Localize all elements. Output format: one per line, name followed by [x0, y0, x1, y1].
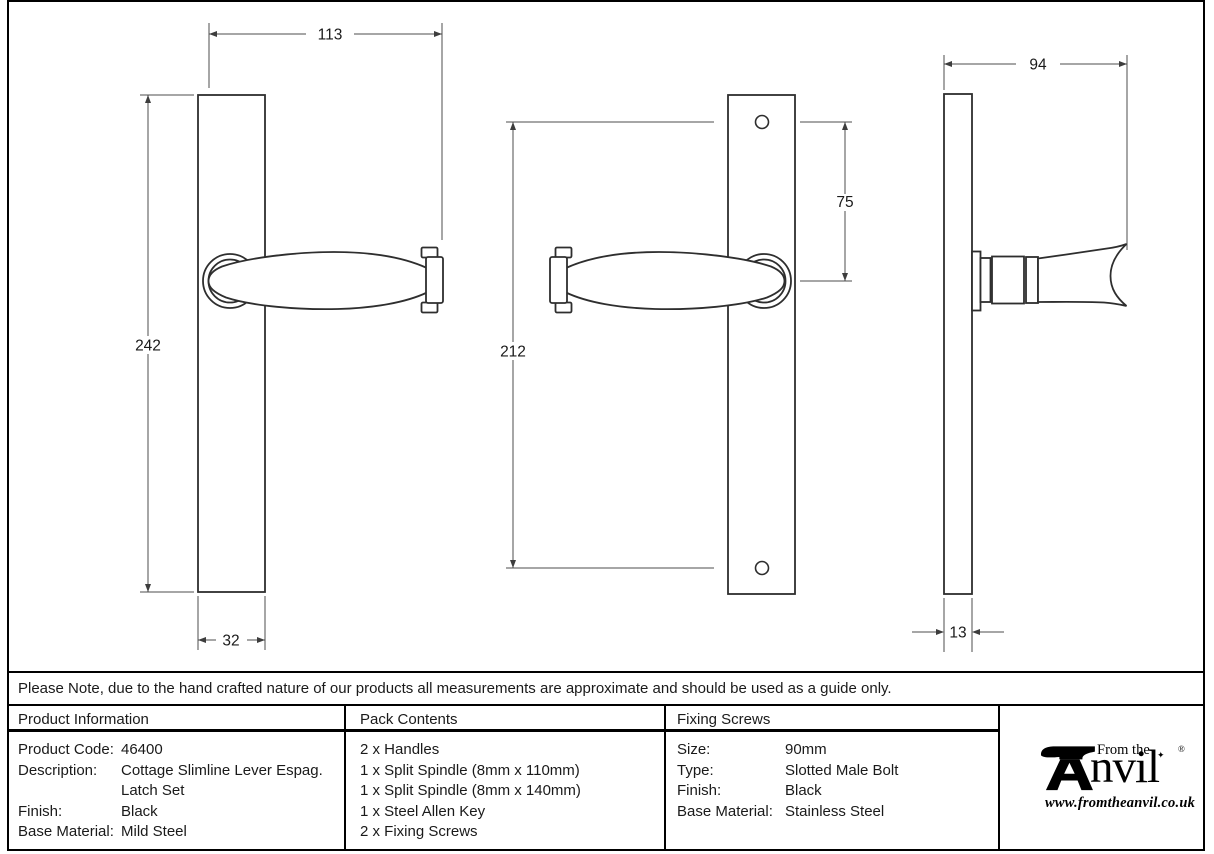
- list-item: 1 x Split Spindle (8mm x 140mm): [360, 782, 581, 799]
- pivot-pin-top: [554, 246, 573, 259]
- table-row: Finish: Black: [18, 802, 323, 823]
- dim-plate-thickness: 13: [949, 625, 966, 642]
- screw-hole-top: [754, 114, 770, 130]
- pack-contents-body: 2 x Handles 1 x Split Spindle (8mm x 110…: [360, 740, 581, 843]
- table-row: Latch Set: [18, 781, 323, 802]
- fixing-screws-body: Size: 90mm Type: Slotted Male Bolt Finis…: [677, 740, 898, 822]
- dim-plate-width: 32: [222, 633, 239, 650]
- dim-projection: 94: [1029, 57, 1047, 74]
- row-label: Description:: [18, 761, 98, 779]
- lever-grip-side: [1037, 243, 1128, 307]
- note-row-top-rule: [7, 671, 1205, 673]
- dimension-arrows: [145, 31, 1127, 643]
- table-row: Base Material: Mild Steel: [18, 822, 323, 843]
- table-row: Finish: Black: [677, 781, 898, 802]
- column-divider-3: [998, 704, 1000, 851]
- table-row: Size: 90mm: [677, 740, 898, 761]
- row-value: Stainless Steel: [785, 802, 885, 820]
- table-row: Base Material: Stainless Steel: [677, 802, 898, 823]
- product-information-body: Product Code: 46400 Description: Cottage…: [18, 740, 323, 843]
- dim-hole-to-handle: 75: [836, 194, 853, 211]
- lever-collar-1: [979, 257, 992, 303]
- row-value: Black: [785, 782, 822, 799]
- row-label: [18, 781, 121, 802]
- column-divider-1: [344, 704, 346, 851]
- row-value: Black: [121, 802, 158, 820]
- dimension-labels: 113 242 32 212 75 94 13: [135, 27, 1047, 650]
- row-label: Product Code:: [18, 741, 114, 758]
- list-item: 1 x Steel Allen Key: [360, 802, 486, 820]
- column-divider-2: [664, 704, 666, 851]
- row-label: Finish:: [18, 802, 63, 820]
- row-label: Size:: [677, 741, 711, 758]
- list-item: 2 x Handles: [360, 741, 440, 758]
- lever-fork: [425, 256, 444, 304]
- table-row: Type: Slotted Male Bolt: [677, 761, 898, 782]
- list-item: 1 x Split Spindle (8mm x 110mm): [360, 761, 580, 779]
- registered-trademark-icon: ®: [1178, 744, 1185, 754]
- lever-collar-3: [1025, 256, 1039, 304]
- lever-mirrored: [549, 246, 786, 314]
- header-pack-contents: Pack Contents: [360, 711, 458, 728]
- dim-overall-width: 113: [318, 27, 343, 44]
- measurement-note: Please Note, due to the hand crafted nat…: [18, 680, 892, 697]
- pivot-pin-bottom: [420, 301, 439, 314]
- table-header-rule: [7, 729, 999, 732]
- lever-collar-2: [991, 255, 1025, 305]
- dimension-lines: [140, 23, 1128, 652]
- row-value: Latch Set: [121, 782, 185, 799]
- row-label: Type:: [677, 761, 714, 779]
- anvil-icon: [1041, 746, 1095, 791]
- brand-logo: From the nvil ✦ ® www.fromtheanvil.co.uk: [1040, 738, 1200, 818]
- technical-drawings: 113 242 32 212 75 94 13: [131, 23, 1128, 652]
- pivot-pin-bottom: [554, 301, 573, 314]
- dimension-label-backgrounds: [131, 25, 1060, 648]
- brand-url: www.fromtheanvil.co.uk: [1044, 795, 1196, 811]
- header-product-information: Product Information: [18, 711, 149, 728]
- row-value: Cottage Slimline Lever Espag.: [121, 761, 323, 779]
- front-view-left: [197, 94, 444, 593]
- screw-hole-bottom: [754, 560, 770, 576]
- row-label: Base Material:: [677, 802, 773, 820]
- front-view-middle: [549, 94, 796, 595]
- backplate: [197, 94, 266, 593]
- dim-hole-spacing: 212: [500, 344, 526, 361]
- side-view: [943, 93, 1128, 595]
- lever-grip: [565, 251, 786, 311]
- table-row: Product Code: 46400: [18, 740, 323, 761]
- header-fixing-screws: Fixing Screws: [677, 711, 771, 728]
- backplate-side: [943, 93, 973, 595]
- note-row-bottom-rule: [7, 704, 1205, 706]
- lever-grip: [207, 251, 428, 311]
- backplate: [727, 94, 796, 595]
- row-value: 90mm: [785, 741, 827, 758]
- row-value: 46400: [121, 741, 163, 758]
- lever-fork: [549, 256, 568, 304]
- row-value: Slotted Male Bolt: [785, 761, 899, 779]
- pivot-pin-top: [420, 246, 439, 259]
- logo-name: nvil: [1090, 741, 1160, 793]
- table-row: Description: Cottage Slimline Lever Espa…: [18, 761, 323, 782]
- diamond-dot-icon: ✦: [1157, 750, 1165, 760]
- row-label: Base Material:: [18, 823, 114, 840]
- rose-side: [971, 250, 982, 312]
- logo-prefix: From the: [1097, 742, 1150, 758]
- row-value: Mild Steel: [121, 823, 187, 840]
- row-label: Finish:: [677, 782, 722, 799]
- dim-plate-height: 242: [135, 338, 161, 355]
- list-item: 2 x Fixing Screws: [360, 823, 478, 840]
